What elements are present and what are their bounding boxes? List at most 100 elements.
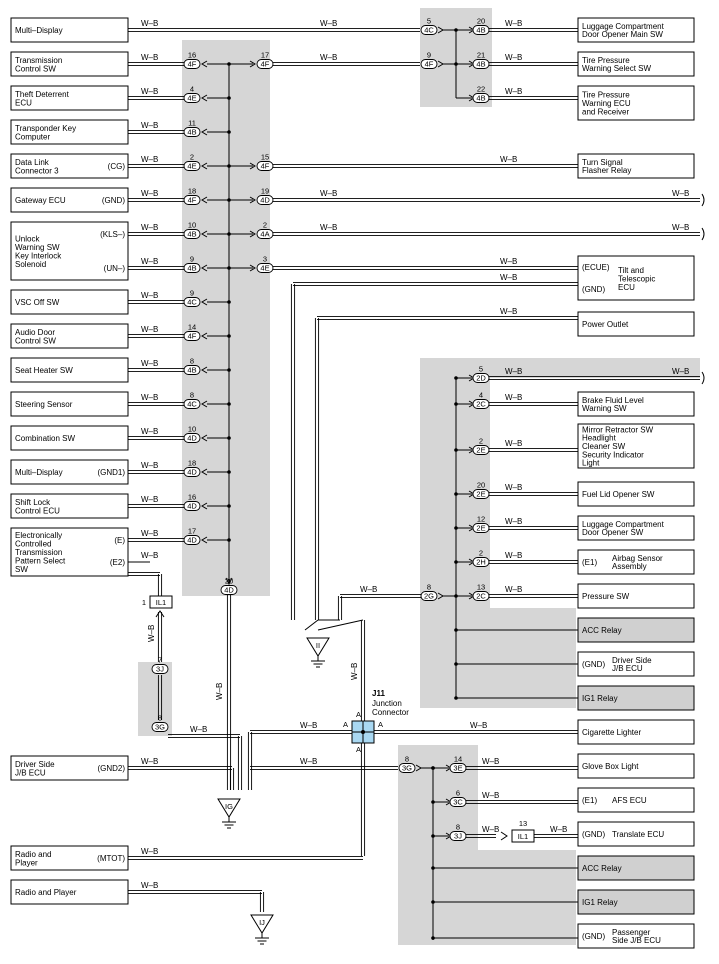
right-component-name: Translate ECU [612,830,664,839]
pin-connector: 4C [187,400,197,409]
pin-number: 8 [190,391,194,400]
left-component-box [10,187,129,213]
left-component-name: Multi–Display [15,468,63,477]
left-component-box [10,85,129,111]
pin-oval [183,195,201,205]
left-component-box [10,153,129,179]
right-component-name: J/B ECU [612,664,643,673]
pin-oval [472,523,490,533]
right-component-name: Warning ECU [582,99,631,108]
arrow-mark [155,610,165,618]
left-component-pin: (E) [114,536,125,545]
right-component-name: Side J/B ECU [612,936,661,945]
left-component-name: Control SW [15,64,56,73]
pin-number: 18 [188,459,196,468]
pin-number: 5 [479,365,483,374]
left-component-pin: (UN–) [104,264,126,273]
pin-connector: 4E [187,94,196,103]
pin-oval [472,59,490,69]
wire-label: W–B [505,551,522,560]
right-component-name: and Receiver [582,107,629,116]
pin-2h: 2H2 [472,549,490,567]
pin-3g: 3G8 [151,714,169,732]
pin-oval [256,229,274,239]
pin-oval [183,297,201,307]
left-component-name: SW [15,565,28,574]
pin-connector: 4F [261,162,270,171]
pin-4e: 4E4 [183,85,201,103]
wire-label: W–B [505,439,522,448]
arrow-mark [201,230,208,238]
pin-number: 8 [405,755,409,764]
wire-label: W–B [482,757,499,766]
jb-region-right-ext [490,358,700,378]
junction-id: J11 [372,689,385,698]
pin-number: 2 [263,221,267,230]
pin-connector: 3J [156,665,164,674]
wire-labels: W–BW–BW–BW–BW–BW–BW–BW–BW–BW–BW–BW–BW–BW… [141,19,689,890]
right-component-name: Mirror Retractor SW [582,425,654,434]
pin-oval [183,229,201,239]
right-component-name: Tilt and [618,266,644,275]
pin-connector: 4E [187,162,196,171]
wire-label: W–B [141,847,158,856]
left-component-name: Radio and Player [15,888,77,897]
left-component-name: Steering Sensor [15,400,73,409]
pin-number: 8 [456,823,460,832]
pin-connector: 4D [187,502,197,511]
pin-3g: 3G8 [398,755,416,773]
pin-oval [420,591,438,601]
right-component-box [577,651,695,677]
left-component-name: Seat Heater SW [15,366,73,375]
pin-connector: IL1 [518,832,528,841]
pin-4b: 4B9 [183,255,201,273]
wire-label: W–B [482,791,499,800]
junction-pin-right: A [378,720,383,729]
left-component-pin: (KLS–) [100,230,125,239]
pin-number: 10 [188,425,196,434]
pin-oval [256,195,274,205]
pin-connector: 2E [476,524,485,533]
pin-connector: 4B [187,264,196,273]
right-component-name: Tire Pressure [582,91,630,100]
pin-number: 8 [158,714,162,723]
wire-label: W–B [141,53,158,62]
right-component-box [577,311,695,337]
pin-connector: 3C [453,798,463,807]
pin-number: 4 [190,85,194,94]
wire-label: W–B [505,19,522,28]
wires [128,26,705,940]
left-component-name: Data Link [15,158,50,167]
ground-triangle [217,798,241,818]
pin-oval [183,263,201,273]
pin-number: 22 [477,85,485,94]
right-component-name: Cigarette Lighter [582,728,641,737]
left-component-name: Transmission [15,548,62,557]
pin-oval [449,763,467,773]
left-component-name: Controlled [15,540,51,549]
pin-connector: 3G [402,764,412,773]
left-component-box [10,221,129,281]
left-component-box [10,119,129,145]
wire-continue-mark [701,371,705,385]
pin-connector: 2G [424,592,434,601]
left-component-name: Player [15,858,38,867]
right-component-box [577,481,695,507]
wire-label: W–B [505,483,522,492]
left-component-name: Driver Side [15,760,55,769]
arrow-mark [201,60,208,68]
right-component-box [577,423,695,469]
arrow-mark [201,196,208,204]
pin-oval [183,161,201,171]
bus-line [317,619,364,631]
junction-pin-left: A [343,720,348,729]
pin-oval [151,664,169,674]
left-component-name: VSC Off SW [15,298,60,307]
wire-label: W–B [505,53,522,62]
wire-label: W–B [141,881,158,890]
wire-label: W–B [360,585,377,594]
